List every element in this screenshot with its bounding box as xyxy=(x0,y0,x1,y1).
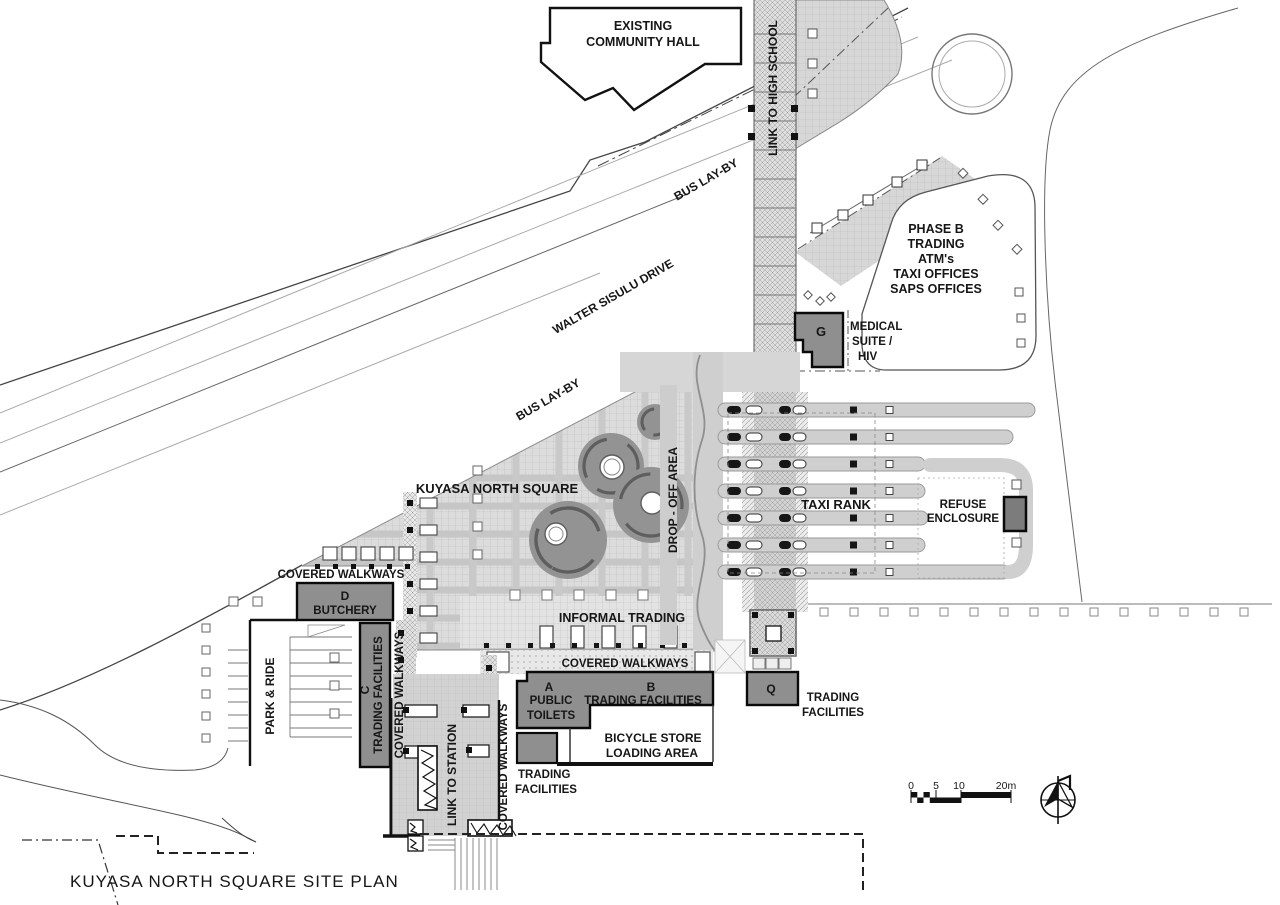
trading-small-label-1: TRADING xyxy=(518,769,570,781)
scale-tick-10: 10 xyxy=(953,780,965,792)
phase-b-label-2: TRADING xyxy=(908,237,965,251)
taxi-finger xyxy=(717,510,929,526)
taxi-finger xyxy=(717,456,926,472)
building-g-letter: G xyxy=(816,324,826,339)
building-b-letter: B xyxy=(647,680,656,694)
phase-b-label-4: TAXI OFFICES xyxy=(893,267,978,281)
park-and-ride xyxy=(201,596,360,766)
building-trading-small xyxy=(515,731,559,765)
building-c-trading xyxy=(358,621,392,769)
bus-layby-lower-label: BUS LAY-BY xyxy=(514,376,583,424)
park-ride-label: PARK & RIDE xyxy=(263,657,277,734)
taxi-finger xyxy=(717,537,926,553)
link-high-school-label: LINK TO HIGH SCHOOL xyxy=(766,20,780,156)
building-d-label: BUTCHERY xyxy=(313,605,377,617)
covered-walkways-mid-label: COVERED WALKWAYS xyxy=(562,658,689,670)
street-planter-row xyxy=(819,607,1249,617)
building-q-letter: Q xyxy=(766,682,775,696)
building-c-letter: C xyxy=(358,685,372,694)
building-b-label: TRADING FACILITIES xyxy=(584,695,702,707)
community-hall-label-2: COMMUNITY HALL xyxy=(586,35,700,49)
scale-tick-0: 0 xyxy=(908,780,914,792)
kuyasa-square-label: KUYASA NORTH SQUARE xyxy=(416,481,579,496)
plaza-feature-circles xyxy=(529,404,689,579)
crossing-band xyxy=(714,639,746,674)
building-q-label-1: TRADING xyxy=(807,692,859,704)
covered-walkways-c-label: COVERED WALKWAYS xyxy=(394,631,406,758)
walter-sisulu-label: WALTER SISULU DRIVE xyxy=(550,256,676,337)
trading-small-label-2: FACILITIES xyxy=(515,784,577,796)
medical-label-1: MEDICAL xyxy=(850,321,902,333)
phase-b-label-1: PHASE B xyxy=(908,222,964,236)
planting-strip xyxy=(407,745,517,852)
building-q-trading xyxy=(745,670,800,707)
building-q-label-2: FACILITIES xyxy=(802,707,864,719)
taxi-finger xyxy=(717,564,1011,580)
building-a-label-1: PUBLIC xyxy=(530,695,573,707)
loading-label-1: BICYCLE STORE xyxy=(604,731,701,745)
northeast-paving xyxy=(794,0,1013,150)
site-boundary xyxy=(22,817,864,905)
covered-walkway-west-row xyxy=(315,546,414,569)
planter-column xyxy=(201,596,340,743)
community-hall-label-1: EXISTING xyxy=(614,19,672,33)
building-c-label: TRADING FACILITIES xyxy=(373,636,385,754)
bus-layby-upper-label: BUS LAY-BY xyxy=(672,156,741,204)
building-a-letter: A xyxy=(545,680,554,694)
building-d-butchery xyxy=(295,581,395,622)
building-a-label-2: TOILETS xyxy=(527,710,576,722)
plaza-west-walkway xyxy=(403,465,483,658)
phase-b-label-5: SAPS OFFICES xyxy=(890,282,982,296)
covered-walkway-mid xyxy=(480,650,713,674)
scale-tick-20: 20m xyxy=(996,780,1017,792)
east-road xyxy=(795,7,1272,617)
loading-area xyxy=(557,705,714,766)
phase-b-area xyxy=(795,156,1037,372)
informal-trading-label: INFORMAL TRADING xyxy=(559,611,685,625)
north-arrow-icon xyxy=(1040,774,1076,824)
medical-label-2: SUITE / xyxy=(852,336,893,348)
station-link-corridor xyxy=(383,674,517,890)
refuse-label-2: ENCLOSURE xyxy=(927,513,1000,525)
taxi-finger xyxy=(717,402,1036,418)
plan-title: KUYASA NORTH SQUARE SITE PLAN xyxy=(70,872,399,891)
community-hall xyxy=(539,6,743,112)
building-d-letter: D xyxy=(341,589,350,603)
scale-bar: 0 5 10 20m xyxy=(908,780,1016,803)
phase-b-planters xyxy=(811,159,928,234)
medical-label-3: HIV xyxy=(858,351,878,363)
taxi-finger xyxy=(717,483,926,499)
refuse-label-1: REFUSE xyxy=(940,499,987,511)
southwest-roads xyxy=(0,699,257,843)
covered-walkways-west-label: COVERED WALKWAYS xyxy=(278,569,405,581)
taxi-rank-label: TAXI RANK xyxy=(801,497,871,512)
phase-b-diamonds xyxy=(803,167,1026,348)
drop-off-area xyxy=(620,352,800,653)
walter-sisulu-road xyxy=(0,7,953,711)
refuse-enclosure xyxy=(917,458,1033,579)
drop-off-label: DROP - OFF AREA xyxy=(666,447,680,553)
building-g-medical xyxy=(793,310,849,372)
corridor-pavilion xyxy=(749,609,797,670)
loading-label-2: LOADING AREA xyxy=(606,746,699,760)
stairs xyxy=(428,838,498,890)
taxi-finger xyxy=(717,429,1014,445)
link-station-label: LINK TO STATION xyxy=(445,724,459,826)
scale-tick-5: 5 xyxy=(933,780,939,792)
phase-b-label-3: ATM's xyxy=(918,252,954,266)
covered-walkways-station-label: COVERED WALKWAYS xyxy=(498,703,510,830)
